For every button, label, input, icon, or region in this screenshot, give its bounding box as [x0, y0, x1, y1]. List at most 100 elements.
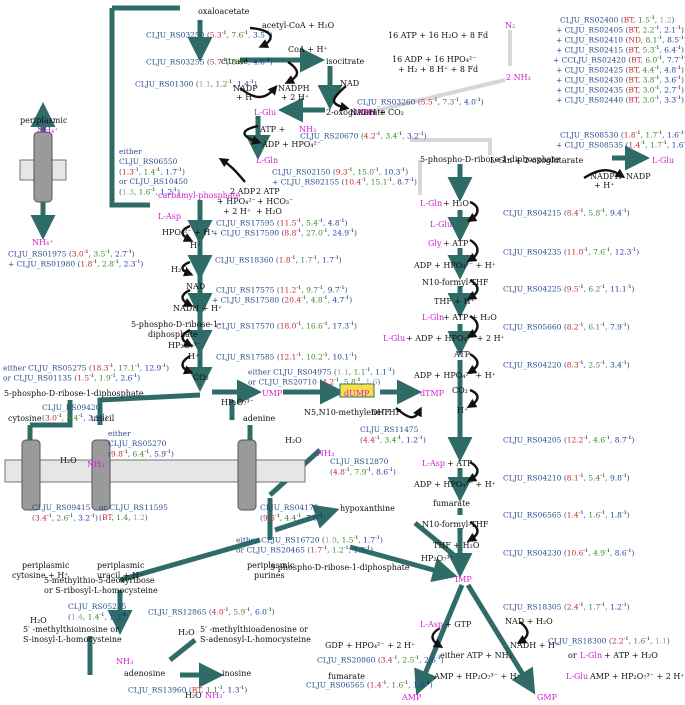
superscript: -1 [578, 473, 584, 479]
gene-text: CLJU_RS04205 ( [503, 435, 567, 445]
metabolites-label: HP₂O₇³⁻ [221, 398, 254, 407]
gene-text: 10.3 [383, 167, 401, 177]
metabolites-label: + HCO₃⁻ [257, 197, 294, 206]
superscript: -1 [89, 373, 95, 379]
metabolites-label: N10-formyl-THF [422, 278, 489, 287]
gene-text: 8.1 [645, 35, 658, 45]
gene-text: , [118, 259, 124, 269]
superscript: -1 [155, 167, 161, 173]
gene-text: 7.9 [306, 513, 319, 523]
gene-text: 1.8 [412, 680, 425, 690]
superscript: -1 [150, 187, 156, 193]
superscript: -1 [645, 636, 651, 642]
purine-trunk [349, 145, 650, 696]
gene-text: ) [338, 255, 342, 265]
gene-text: + CLJU_RS02415 ( [556, 45, 629, 55]
gene-text: 2.7 [664, 85, 677, 95]
gene-text: 4.0 [211, 607, 224, 617]
metabolites-label: CO₂ [193, 373, 209, 382]
gene-text: 6.2 [588, 284, 601, 294]
gene-text: ) [631, 548, 635, 558]
gene-text: 1.2 [132, 513, 145, 522]
gene-text: 3.5 [252, 30, 265, 40]
superscript: -1 [435, 655, 441, 661]
gene-text: 12.2 [566, 435, 584, 445]
gene-annotation: + CLJU_RS08535 (1.4-1, 1.7-1, 1.6-1) [556, 141, 685, 149]
gene-text: ) [271, 607, 275, 617]
gene-text: BT [623, 15, 634, 25]
gene-text: 5.4 [588, 473, 601, 483]
gene-text: 2.2 [642, 25, 655, 35]
gene-text: 2.2 [611, 636, 624, 646]
gene-text: , [605, 473, 610, 483]
superscript: -1 [388, 467, 393, 473]
gene-annotation: (1.4, 1.4-1, 1.3-1) [68, 613, 129, 621]
superscript: -1 [122, 449, 128, 455]
gene-text: ) [429, 680, 433, 690]
gene-text: 1.4 [70, 612, 83, 622]
metabolites-label: diphosphate [148, 330, 198, 339]
metabolites-label: N10-formyl-THF [422, 520, 489, 529]
metabolites-label: uracil + H⁺ [97, 571, 144, 580]
superscript: -1 [676, 25, 682, 31]
gene-text: 20.4 [284, 295, 302, 305]
compounds-label: GMP [537, 693, 557, 702]
gene-annotation: CLJU_RS06565 (1.4-1, 1.6-1, 1.8-1) [503, 511, 630, 519]
metabolites-label: NADP [233, 84, 258, 93]
metabolites-label: fumarate [328, 672, 366, 681]
superscript: -1 [374, 435, 380, 441]
gene-text: 5.9 [233, 607, 246, 617]
gene-text: CLJU_RS04215 ( [503, 208, 567, 218]
gene-text: 27.0 [306, 228, 323, 238]
gene-text: 5.9 [154, 449, 167, 459]
compounds-label: dTMP [420, 389, 445, 398]
gene-text: , [609, 548, 615, 558]
gene-text: CLJU_RS17585 ( [216, 352, 280, 362]
gene-text: 9.3 [335, 167, 348, 177]
gene-text: 1.5 [353, 545, 366, 555]
gene-text: , [640, 55, 646, 65]
metabolites-label: 5-phospho-D-ribose-1-diphosphate [420, 155, 560, 164]
gene-text: ) [413, 177, 417, 187]
gene-text: , [348, 367, 354, 377]
gene-text: CLJU_RS09415 [32, 503, 91, 512]
gene-text: , [336, 535, 342, 545]
gene-text: ( [108, 449, 111, 459]
superscript: -1 [99, 612, 105, 618]
superscript: -1 [312, 255, 318, 261]
gene-text: , [583, 322, 589, 332]
gene-text: ) [181, 167, 185, 177]
gene-text: ) [681, 85, 684, 95]
gene-text: 3.3 [664, 95, 677, 105]
gene-text: 1.4 [143, 167, 156, 177]
gene-text: 1.4 [87, 612, 100, 622]
gene-text: BT [628, 25, 638, 35]
gene-annotation: + CLJU_RS02425 (BT, 4.4-1, 4.8-1) [556, 66, 684, 74]
gene-text: BT [628, 95, 638, 105]
gene-text: , [605, 602, 610, 612]
gene-text: 1.2 [160, 187, 173, 197]
superscript: -1 [600, 510, 606, 516]
gene-annotation: CLJU_RS17585 (12.1-1, 10.2-1, 10.1-1) [216, 353, 357, 361]
gene-text: either [108, 429, 131, 438]
superscript: -1 [264, 57, 270, 63]
superscript: -1 [249, 79, 254, 85]
gene-text: CLJU_RS17595 ( [216, 218, 280, 228]
gene-text: , [232, 79, 238, 89]
gene-text: 4.8 [327, 218, 340, 228]
gene-text: 11.2 [279, 285, 297, 295]
compounds-label: N₂ [505, 21, 516, 30]
metabolites-label: cytosine + H⁺ [12, 571, 69, 580]
gene-text: 1.6 [633, 636, 646, 646]
gene-text: 1.7 [588, 602, 601, 612]
gene-text: ) [354, 321, 357, 331]
gene-text: , [295, 255, 301, 265]
compounds-label: NH₄⁺ [32, 238, 54, 247]
gene-text: CLJU_RS04235 ( [503, 247, 567, 257]
gene-annotation: CLJU_RS01300 (1.1, 1.2-1, 1.4-1) [135, 80, 257, 88]
gene-annotation: CLJU_RS06565 (1.4-1, 1.6-1, 1.8-1) [306, 681, 433, 689]
gene-text: , [248, 30, 253, 40]
superscript: -1 [600, 602, 606, 608]
gene-text: , [113, 363, 119, 373]
